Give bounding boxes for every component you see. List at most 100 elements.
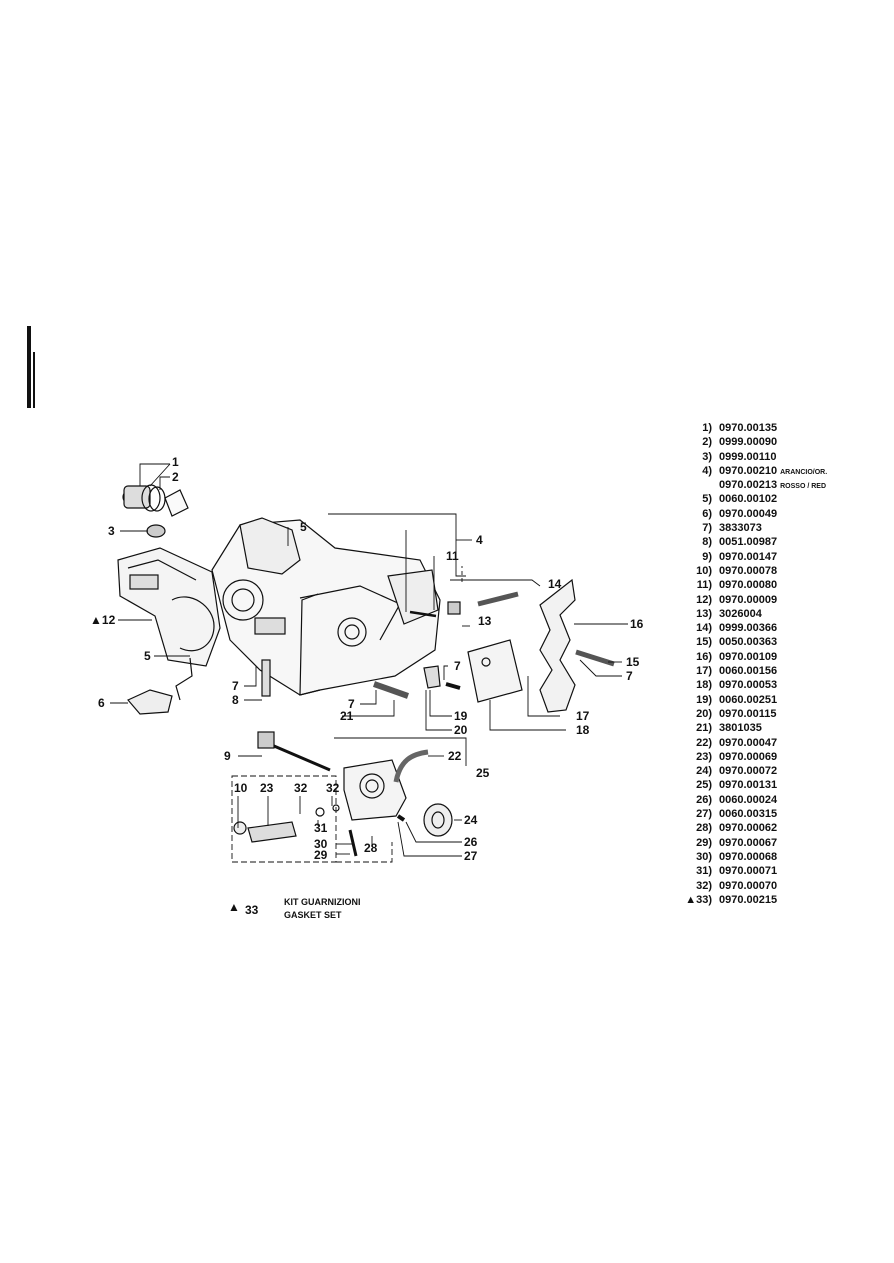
part-row: 5) 0060.00102 [676, 493, 886, 507]
callout-2: 2 [172, 470, 179, 484]
bracket-19-drawing [423, 665, 441, 689]
scan-edge-mark [27, 326, 31, 408]
part-code-text: 0999.00090 [719, 436, 778, 449]
part-code-text: 0970.00131 [719, 779, 778, 792]
part-code-text: 0970.00071 [719, 865, 778, 878]
part-row: 15)0050.00363 [676, 636, 886, 650]
part-index: 12) [696, 593, 712, 606]
bolt-8-drawing [261, 659, 271, 697]
part-code-text: 0060.00315 [719, 808, 778, 821]
part-row: 25)0970.00131 [676, 779, 886, 793]
part-row: 17) 0060.00156 [676, 665, 886, 679]
part-code-text: 3833073 [719, 522, 762, 535]
part-index: 31) [696, 865, 712, 878]
part-index: 23) [696, 750, 712, 763]
part-row: 14) 0999.00366 [676, 622, 886, 636]
part-code-text: 0970.00135 [719, 422, 778, 434]
callout-17: 17 [576, 709, 590, 723]
callout-22: 22 [448, 749, 462, 763]
part-index: 14) [696, 622, 712, 635]
part-index: 17) [696, 665, 712, 678]
callout-25: 25 [476, 766, 490, 780]
part-color-variant: ROSSO / RED [780, 483, 827, 491]
part-row: 9) 0970.00147 [676, 551, 886, 565]
hose-22-drawing [393, 749, 429, 783]
part-row: 3) 0999.00110 [676, 451, 886, 465]
gasket-kit-note: ▲ 33 KIT GUARNIZIONI GASKET SET [228, 896, 408, 930]
part-row: 22)0970.00047 [676, 737, 886, 751]
part-index: 1) [702, 422, 712, 434]
part-code: 0970.00072 [719, 765, 777, 777]
nut-13-drawing [447, 601, 461, 615]
part-index: 7) [702, 522, 712, 535]
part-index: 30) [696, 850, 712, 863]
part-row: 23)0970.00069 [676, 751, 886, 765]
part-code: 0970.00070 [719, 880, 777, 892]
part-index: 9) [702, 550, 712, 563]
callout-14: 14 [548, 577, 562, 591]
callout-3: 3 [108, 524, 115, 538]
callout-32-right: 32 [326, 781, 340, 795]
part-code: 0970.00147 [719, 551, 777, 563]
part-index: 2) [702, 436, 712, 449]
part-row: 19)0060.00251 [676, 694, 886, 708]
bolt-21-drawing [373, 681, 409, 699]
part-code: 0970.00135 [719, 422, 777, 434]
callout-15: 15 [626, 655, 640, 669]
part-code: 0060.00024 [719, 794, 777, 806]
part-row: 26) 0060.00024 [676, 794, 886, 808]
part-index: 13) [696, 607, 712, 620]
part-code-text: 0999.00110 [719, 450, 777, 463]
bolt-15-drawing [575, 649, 615, 667]
part-code-text: 0970.00115 [719, 707, 777, 720]
callout-32-left: 32 [294, 781, 308, 795]
part-index: 5) [702, 493, 712, 506]
part-code: 0051.00987 [719, 536, 777, 548]
part-row: 31) 0970.00071 [676, 865, 886, 879]
callout-18: 18 [576, 723, 590, 737]
part-row: 18) 0970.00053 [676, 679, 886, 693]
part-code: 3801035 [719, 722, 762, 734]
part-code: 0970.00049 [719, 508, 777, 520]
part-code: 0970.00053 [719, 679, 777, 691]
part-code-text: 0060.00024 [719, 793, 778, 806]
part-row: 11)0970.00080 [676, 579, 886, 593]
part-code: 0970.00067 [719, 837, 777, 849]
callout-6: 6 [98, 696, 105, 710]
kit-label: KIT GUARNIZIONI GASKET SET [284, 896, 361, 922]
part-code-text: 0970.00210 [719, 464, 778, 477]
grommet-drawing [146, 524, 166, 538]
part-code: 0060.00102 [719, 493, 777, 505]
part-row: 1) 0970.00135 [676, 422, 886, 436]
part-code: 0970.00062 [719, 822, 777, 834]
callout-13: 13 [478, 614, 492, 628]
part-code-text: 0970.00047 [719, 736, 778, 749]
part-index: 11) [696, 579, 712, 592]
part-index: 27) [696, 808, 712, 821]
part-index: 3) [702, 450, 712, 463]
scan-edge-mark [33, 352, 35, 408]
callout-7-far-right: 7 [626, 669, 633, 683]
part-index: 24) [696, 765, 712, 778]
filler-cap-drawing [122, 484, 189, 517]
callout-12: ▲12 [90, 613, 116, 627]
part-code: 0999.00366 [719, 622, 777, 634]
callout-11: 11 [446, 549, 459, 563]
part-index: 28) [696, 822, 712, 835]
callout-10: 10 [234, 781, 248, 795]
part-code-text: 0970.00213 [719, 479, 778, 492]
callout-31: 31 [314, 821, 328, 835]
callout-27: 27 [464, 849, 478, 863]
part-code-text: 0060.00156 [719, 665, 778, 678]
part-code: 0970.00131 [719, 779, 777, 791]
part-code: 0060.00156 [719, 665, 777, 677]
kit-triangle-icon: ▲ [228, 900, 240, 914]
part-index: 21) [696, 722, 712, 735]
part-index: 18) [696, 679, 712, 692]
part-row: 6)0970.00049 [676, 508, 886, 522]
part-index: 26) [696, 793, 712, 806]
